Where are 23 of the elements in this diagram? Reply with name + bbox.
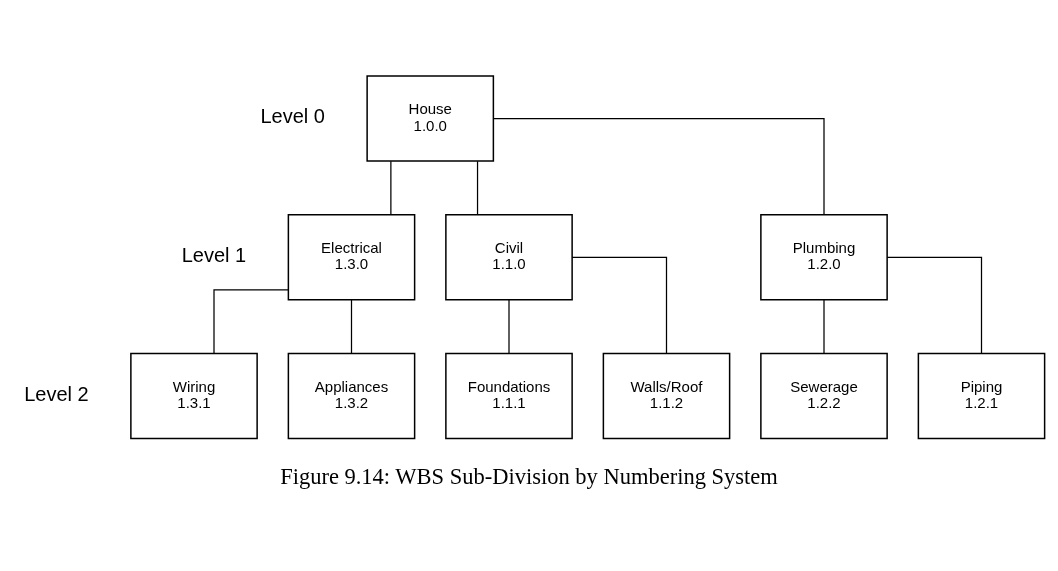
node-box: Electrical 1.3.0 [287, 213, 416, 300]
node-box: Sewerage 1.2.2 [760, 352, 888, 439]
node-box: Plumbing 1.2.0 [760, 213, 888, 300]
label: Level 2 [24, 382, 89, 405]
node-box: Appliances 1.3.2 [287, 352, 416, 439]
connector [350, 298, 353, 354]
connector [571, 256, 668, 354]
label: Level 0 [260, 104, 325, 127]
node-box: Civil 1.1.0 [445, 213, 573, 300]
connector [213, 288, 289, 354]
node-box: Wiring 1.3.1 [130, 352, 258, 439]
connector [823, 298, 825, 354]
node-box: House 1.0.0 [366, 74, 495, 162]
label: Level 1 [181, 243, 247, 266]
caption: Figure 9.14: WBS Sub-Division by Numbering System [280, 463, 778, 489]
connector [886, 256, 983, 354]
node-box: Foundations 1.1.1 [445, 352, 573, 439]
connector [508, 298, 510, 354]
connector [390, 160, 392, 215]
connector [476, 160, 479, 215]
node-box: Walls/Roof 1.1.2 [602, 352, 731, 439]
node-box: Piping 1.2.1 [917, 352, 1046, 439]
connector [492, 117, 825, 215]
